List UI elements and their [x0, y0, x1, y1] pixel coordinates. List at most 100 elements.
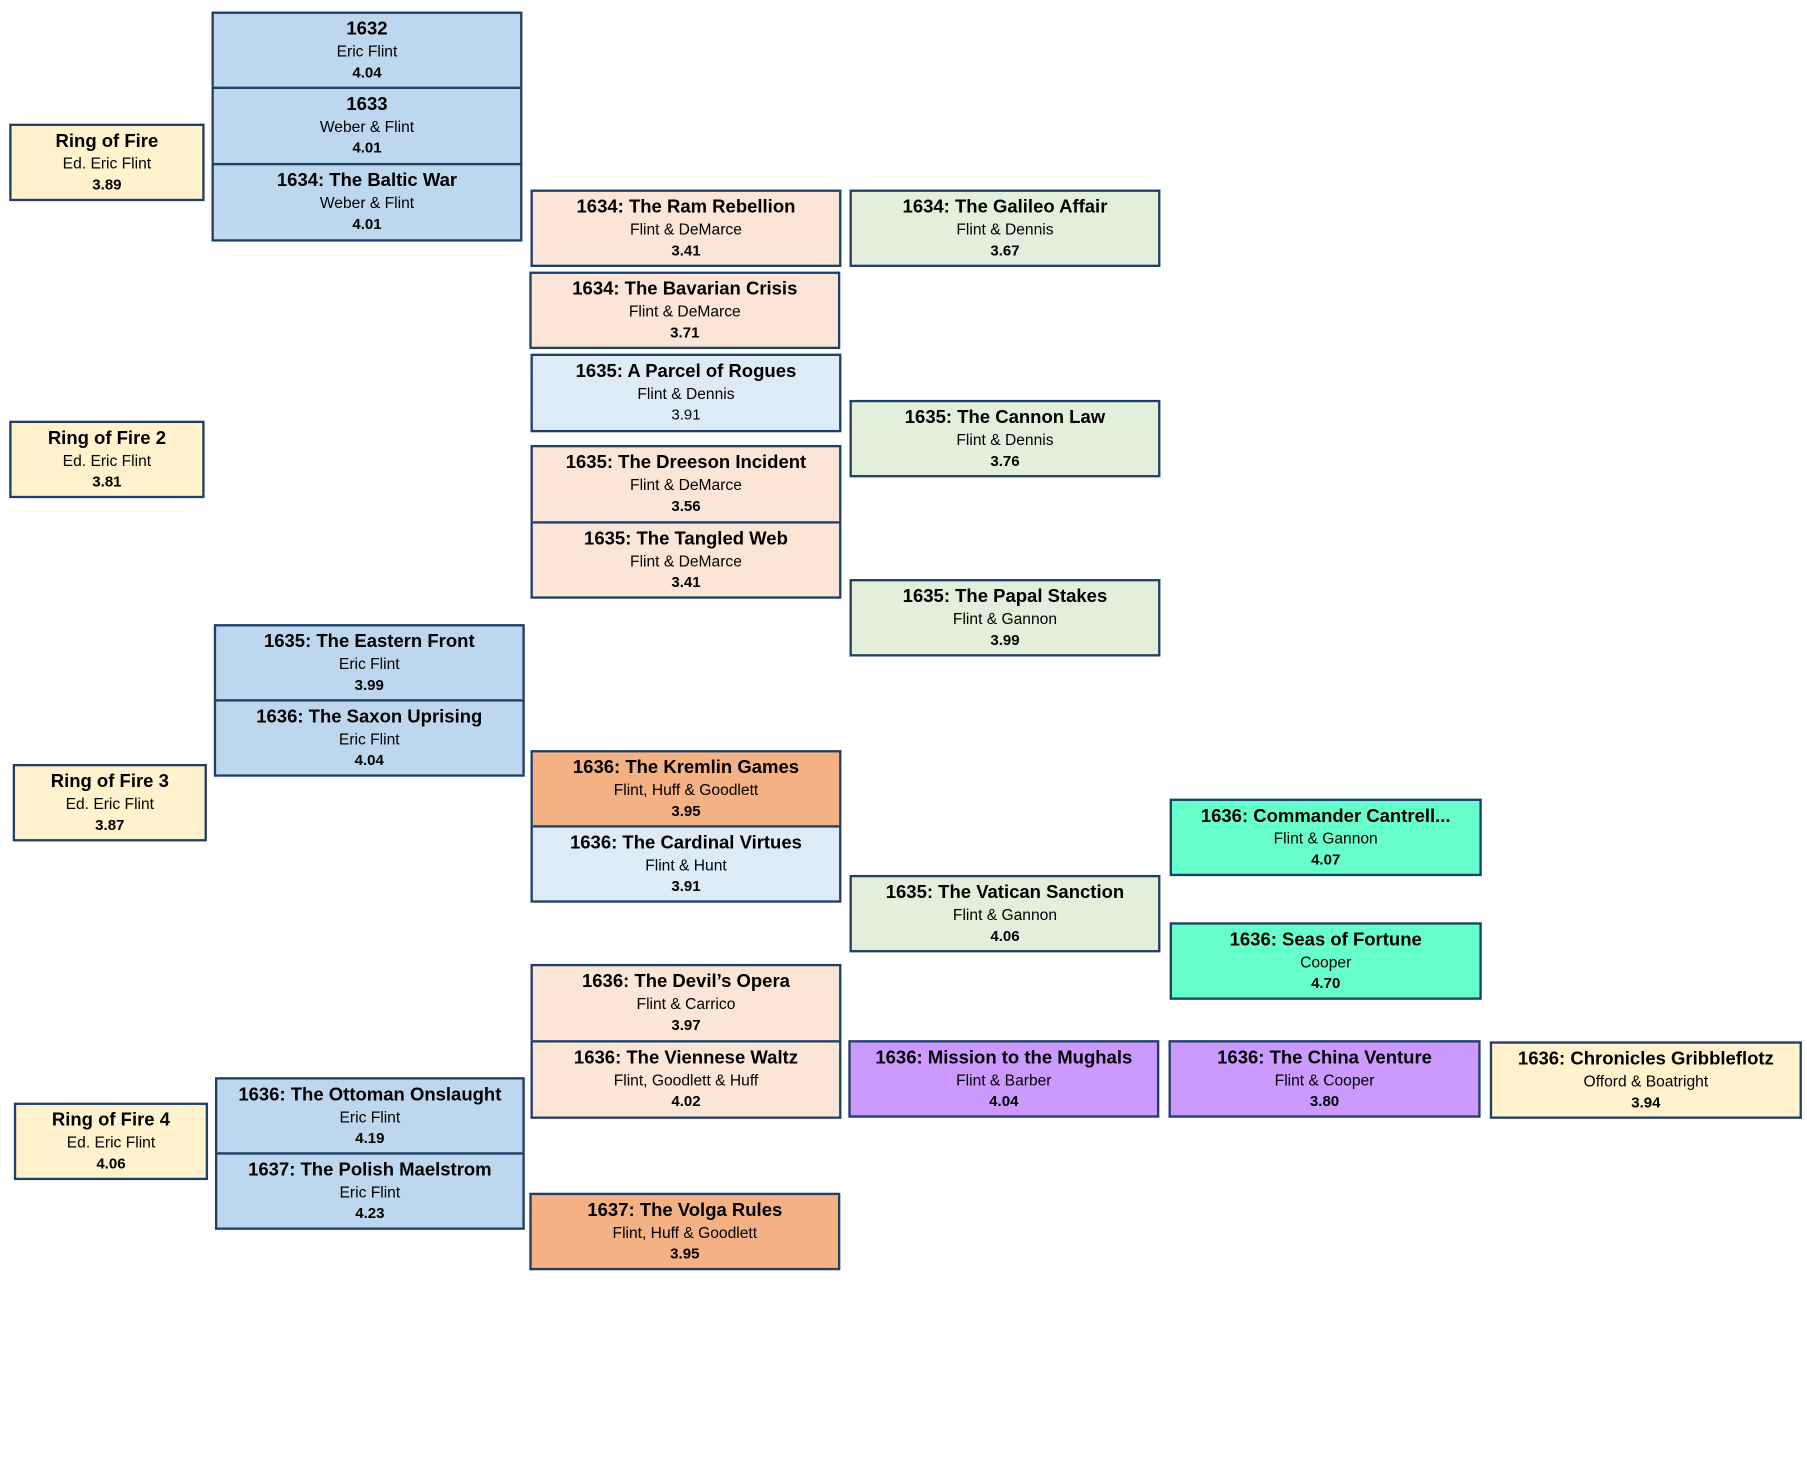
book-author: Flint & Barber	[956, 1070, 1052, 1089]
book-title: 1634: The Galileo Affair	[902, 197, 1108, 217]
book-author: Weber & Flint	[319, 117, 415, 136]
book-rating: 3.97	[671, 1015, 701, 1034]
book-rating: 4.07	[1311, 850, 1341, 868]
book-author: Eric Flint	[338, 654, 400, 673]
book-author: Ed. Eric Flint	[62, 154, 152, 172]
book-title: 1636: The Ottoman Onslaught	[238, 1084, 502, 1105]
book-author: Flint, Goodlett & Huff	[613, 1071, 759, 1089]
book-rating: 3.95	[671, 801, 701, 819]
book-rating: 3.94	[1631, 1092, 1661, 1111]
book-card: 1634: The Galileo Affair Flint & Dennis …	[849, 189, 1161, 267]
book-card: 1636: The Kremlin Games Flint, Huff & Go…	[530, 750, 842, 828]
book-author: Flint & DeMarce	[630, 476, 742, 494]
book-rating: 4.70	[1311, 973, 1341, 992]
book-title: 1635: The Dreeson Incident	[565, 453, 807, 473]
book-title: 1636: The Viennese Waltz	[573, 1048, 798, 1068]
book-title: 1637: The Polish Maelstrom	[248, 1159, 492, 1180]
book-card: 1635: The Dreeson Incident Flint & DeMar…	[530, 444, 842, 524]
book-title: 1635: The Tangled Web	[584, 528, 788, 549]
book-card: 1637: The Volga Rules Flint, Huff & Good…	[529, 1192, 841, 1271]
book-rating: 4.06	[990, 926, 1020, 944]
book-title: Ring of Fire 3	[50, 771, 169, 792]
book-rating: 3.99	[354, 675, 384, 693]
book-title: 1635: The Papal Stakes	[902, 586, 1108, 607]
book-rating: 4.06	[96, 1154, 126, 1172]
book-title: Ring of Fire 4	[51, 1110, 171, 1130]
book-card: Ring of Fire Ed. Eric Flint 3.89	[9, 123, 205, 202]
book-author: Flint & Hunt	[645, 855, 727, 874]
book-author: Flint & Carrico	[636, 995, 736, 1013]
book-rating: 3.76	[990, 451, 1020, 469]
book-rating: 4.04	[354, 750, 384, 769]
book-title: 1636: The Cardinal Virtues	[569, 832, 802, 853]
book-rating: 3.80	[1309, 1091, 1340, 1109]
book-author: Eric Flint	[336, 42, 398, 60]
book-title: 1635: The Cannon Law	[904, 407, 1106, 428]
book-title: 1636: The Saxon Uprising	[256, 706, 483, 727]
book-card: 1634: The Bavarian Crisis Flint & DeMarc…	[529, 271, 841, 350]
book-rating: 3.71	[670, 323, 700, 341]
book-author: Flint, Huff & Goodlett	[613, 780, 759, 799]
book-card: 1636: The Devil’s Opera Flint & Carrico …	[530, 963, 842, 1043]
book-author: Flint & Dennis	[637, 384, 735, 403]
book-card: 1634: The Baltic War Weber & Flint 4.01	[211, 162, 523, 242]
book-author: Flint & Cooper	[1274, 1070, 1375, 1089]
book-author: Weber & Flint	[319, 194, 415, 212]
book-card: 1636: Chronicles Gribbleflotz Offord & B…	[1489, 1041, 1802, 1119]
book-rating: 3.99	[990, 630, 1020, 648]
book-card: 1636: The Ottoman Onslaught Eric Flint 4…	[214, 1077, 525, 1155]
book-author: Ed. Eric Flint	[65, 794, 155, 812]
book-card: 1636: The Saxon Uprising Eric Flint 4.04	[213, 699, 525, 777]
book-card: 1635: The Eastern Front Eric Flint 3.99	[213, 624, 525, 702]
book-card: 1632 Eric Flint 4.04	[211, 11, 523, 89]
book-author: Eric Flint	[338, 729, 400, 748]
book-author: Flint & Gannon	[1273, 829, 1378, 847]
book-rating: 3.87	[95, 815, 125, 833]
book-title: Ring of Fire 2	[47, 428, 166, 448]
book-rating: 3.67	[990, 240, 1020, 259]
book-title: 1637: The Volga Rules	[587, 1200, 783, 1220]
book-rating: 3.81	[92, 472, 122, 490]
book-card: 1635: The Tangled Web Flint & DeMarce 3.…	[530, 521, 842, 599]
book-card: 1635: A Parcel of Rogues Flint & Dennis …	[530, 353, 842, 433]
book-rating: 3.41	[671, 240, 701, 259]
book-author: Ed. Eric Flint	[66, 1133, 156, 1151]
book-rating: 4.04	[989, 1091, 1019, 1109]
book-title: 1636: Mission to the Mughals	[875, 1047, 1133, 1068]
book-title: 1635: The Vatican Sanction	[885, 882, 1125, 903]
book-rating: 3.41	[671, 572, 701, 591]
book-title: 1632	[346, 19, 388, 39]
book-rating: 3.95	[670, 1244, 700, 1262]
book-author: Flint & Dennis	[956, 220, 1054, 238]
book-card: Ring of Fire 2 Ed. Eric Flint 3.81	[9, 420, 205, 499]
book-card: 1635: The Cannon Law Flint & Dennis 3.76	[849, 399, 1161, 478]
book-author: Flint & Dennis	[956, 430, 1054, 448]
book-card: 1636: Seas of Fortune Cooper 4.70	[1169, 922, 1482, 1000]
book-card: 1636: The China Venture Flint & Cooper 3…	[1168, 1040, 1481, 1118]
book-author: Eric Flint	[339, 1107, 401, 1126]
book-author: Flint & Gannon	[952, 609, 1058, 628]
book-card: 1634: The Ram Rebellion Flint & DeMarce …	[530, 189, 842, 267]
book-rating: 3.91	[671, 405, 701, 424]
book-rating: 4.01	[352, 138, 382, 157]
book-card: Ring of Fire 4 Ed. Eric Flint 4.06	[13, 1102, 209, 1181]
book-rating: 4.01	[352, 214, 382, 233]
book-rating: 4.04	[352, 62, 382, 81]
book-rating: 4.19	[355, 1128, 385, 1146]
book-title: 1635: The Eastern Front	[263, 631, 475, 652]
book-rating: 3.89	[92, 175, 122, 193]
book-title: 1636: The Devil’s Opera	[581, 972, 790, 992]
book-rating: 4.02	[671, 1092, 701, 1110]
book-author: Ed. Eric Flint	[62, 451, 152, 469]
book-card: 1636: Mission to the Mughals Flint & Bar…	[848, 1040, 1160, 1118]
book-author: Flint & DeMarce	[628, 302, 741, 320]
book-card: 1633 Weber & Flint 4.01	[211, 86, 523, 166]
book-card: 1636: Commander Cantrell... Flint & Gann…	[1169, 798, 1482, 877]
book-author: Offord & Boatright	[1583, 1072, 1709, 1090]
book-author: Cooper	[1300, 952, 1352, 971]
book-card: 1637: The Polish Maelstrom Eric Flint 4.…	[214, 1152, 525, 1230]
book-title: Ring of Fire	[55, 131, 159, 151]
book-title: 1636: Chronicles Gribbleflotz	[1517, 1048, 1774, 1069]
book-card: 1636: The Cardinal Virtues Flint & Hunt …	[530, 825, 842, 903]
